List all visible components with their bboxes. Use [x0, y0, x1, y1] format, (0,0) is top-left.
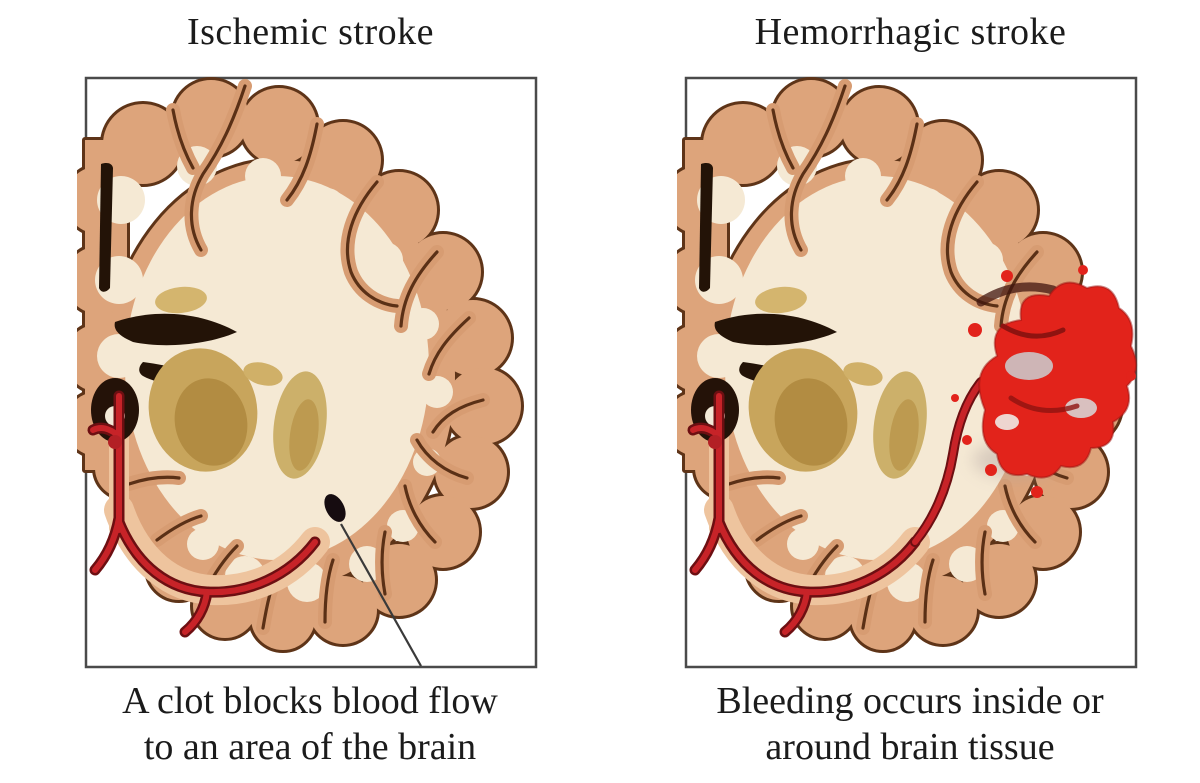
- ischemic-caption-line2: to an area of the brain: [143, 726, 477, 768]
- hemorrhagic-caption-line1: Bleeding occurs inside or: [716, 680, 1104, 722]
- ischemic-brain-illustration: [77, 68, 538, 669]
- hemorrhage-blob: [951, 265, 1138, 498]
- ischemic-title: Ischemic stroke: [186, 11, 435, 53]
- ischemic-caption: A clot blocks blood flow to an area of t…: [50, 678, 570, 770]
- clot-pointer-line: [340, 523, 422, 667]
- hemorrhagic-caption-line2: around brain tissue: [765, 726, 1055, 768]
- hemorrhagic-caption: Bleeding occurs inside or around brain t…: [650, 678, 1170, 770]
- ruptured-artery: [910, 377, 986, 547]
- ischemic-caption-line1: A clot blocks blood flow: [122, 680, 498, 722]
- hemorrhagic-brain-illustration: [677, 68, 1138, 669]
- blood-clot: [324, 494, 346, 522]
- hemorrhagic-title: Hemorrhagic stroke: [754, 11, 1067, 53]
